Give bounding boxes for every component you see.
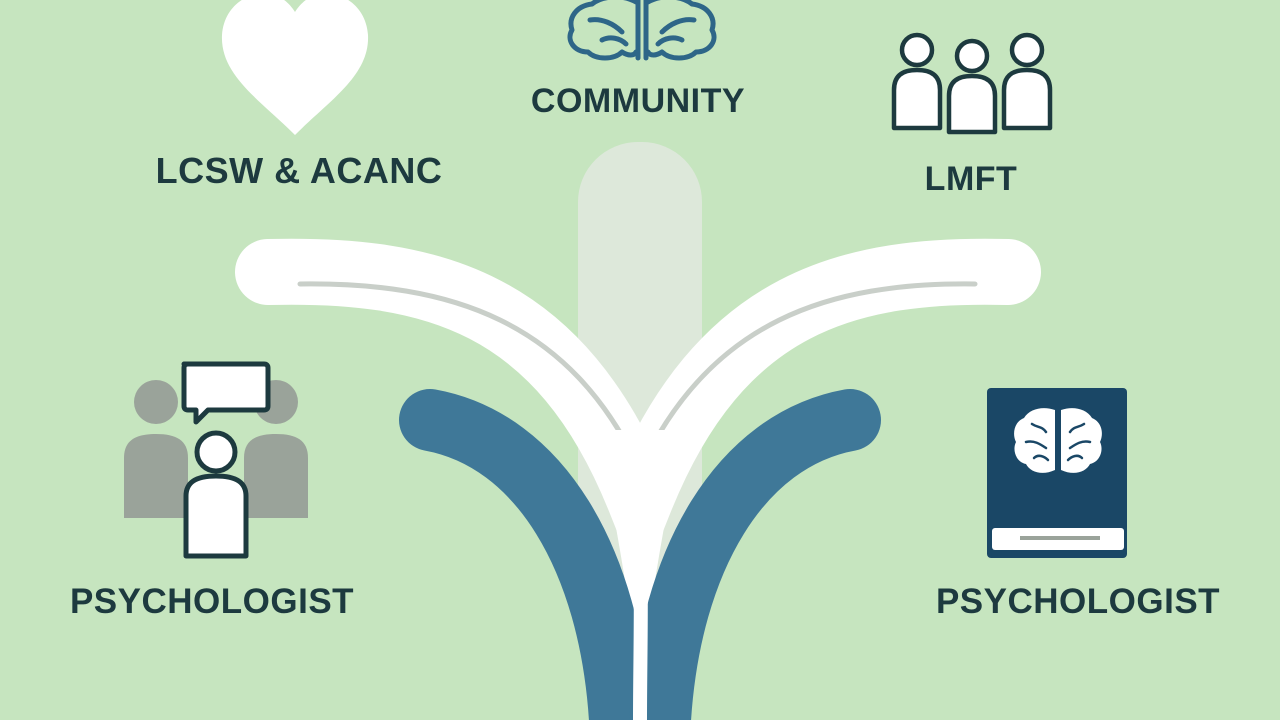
- brain-icon: [567, 0, 717, 61]
- teal-arm-left: [399, 389, 651, 720]
- node-label-lmft: LMFT: [924, 160, 1018, 198]
- family-group-icon: [891, 32, 1053, 135]
- node-label-psychologist-left: PSYCHOLOGIST: [69, 582, 355, 621]
- node-label-community: COMMUNITY: [530, 82, 746, 120]
- teal-arm-right: [629, 389, 881, 720]
- brain-book-icon: [987, 388, 1127, 558]
- node-label-psychologist-right: PSYCHOLOGIST: [935, 582, 1221, 621]
- center-divider: [633, 513, 648, 720]
- counseling-group-icon: [124, 361, 308, 559]
- heart-icon: [221, 0, 369, 135]
- node-label-lcsw: LCSW & ACANC: [155, 150, 443, 191]
